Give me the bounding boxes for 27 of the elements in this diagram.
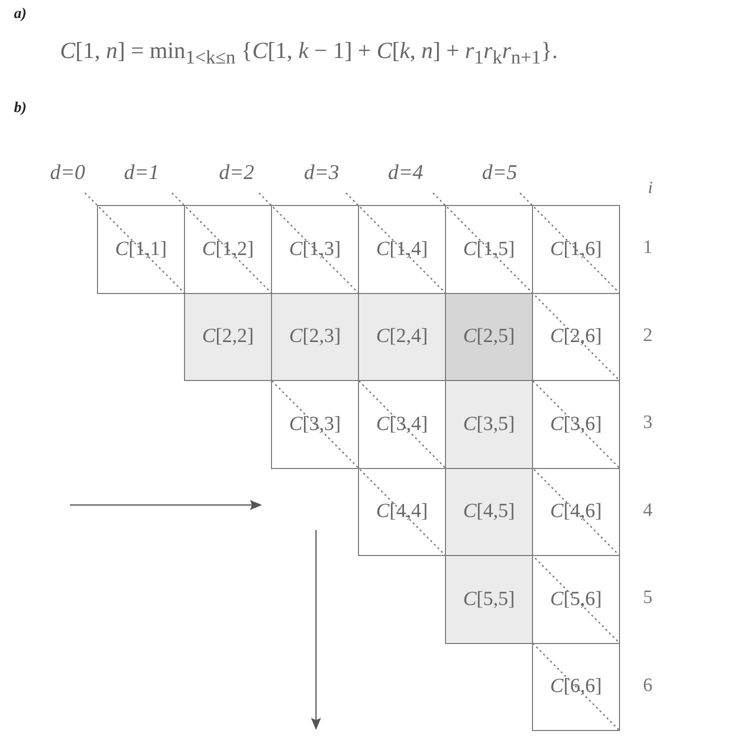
table-cell: C[4,5] — [445, 468, 533, 556]
diagonal-label: d=1 — [124, 160, 160, 185]
row-number: 5 — [643, 587, 652, 609]
diagonal-label: d=2 — [219, 160, 254, 185]
recurrence-formula: C[1, n] = min$_{1<k≤n}$ {C[1, k − 1] + C[k, n] + r$_{1}$r$_{k}$r$_{n+1}$}. — [60, 38, 558, 70]
table-cell: C[5,5] — [445, 555, 533, 644]
table-cell: C[3,3] — [271, 380, 359, 468]
diagonal-label: d=4 — [388, 160, 424, 185]
table-cell: C[1,6] — [532, 205, 620, 294]
table-cell: C[2,4] — [358, 292, 446, 381]
part-label: b) — [14, 100, 26, 117]
table-cell: C[2,5] — [445, 292, 533, 381]
table-cell: C[1,1] — [97, 205, 185, 294]
table-cell: C[2,3] — [271, 292, 359, 381]
diagonal-label: d=3 — [304, 160, 340, 185]
row-number: 6 — [643, 674, 652, 696]
diagonal-label: d=5 — [482, 160, 518, 185]
row-number: 3 — [643, 412, 652, 434]
table-cell: C[2,2] — [184, 292, 272, 381]
axis-label: i — [648, 178, 653, 198]
table-cell: C[3,5] — [445, 380, 533, 468]
part-label: a) — [14, 6, 26, 23]
row-number: 1 — [643, 237, 652, 259]
row-number: 2 — [643, 324, 652, 346]
table-cell: C[6,6] — [532, 642, 620, 731]
row-number: 4 — [643, 500, 652, 522]
diagonal-label: d=0 — [50, 160, 86, 185]
